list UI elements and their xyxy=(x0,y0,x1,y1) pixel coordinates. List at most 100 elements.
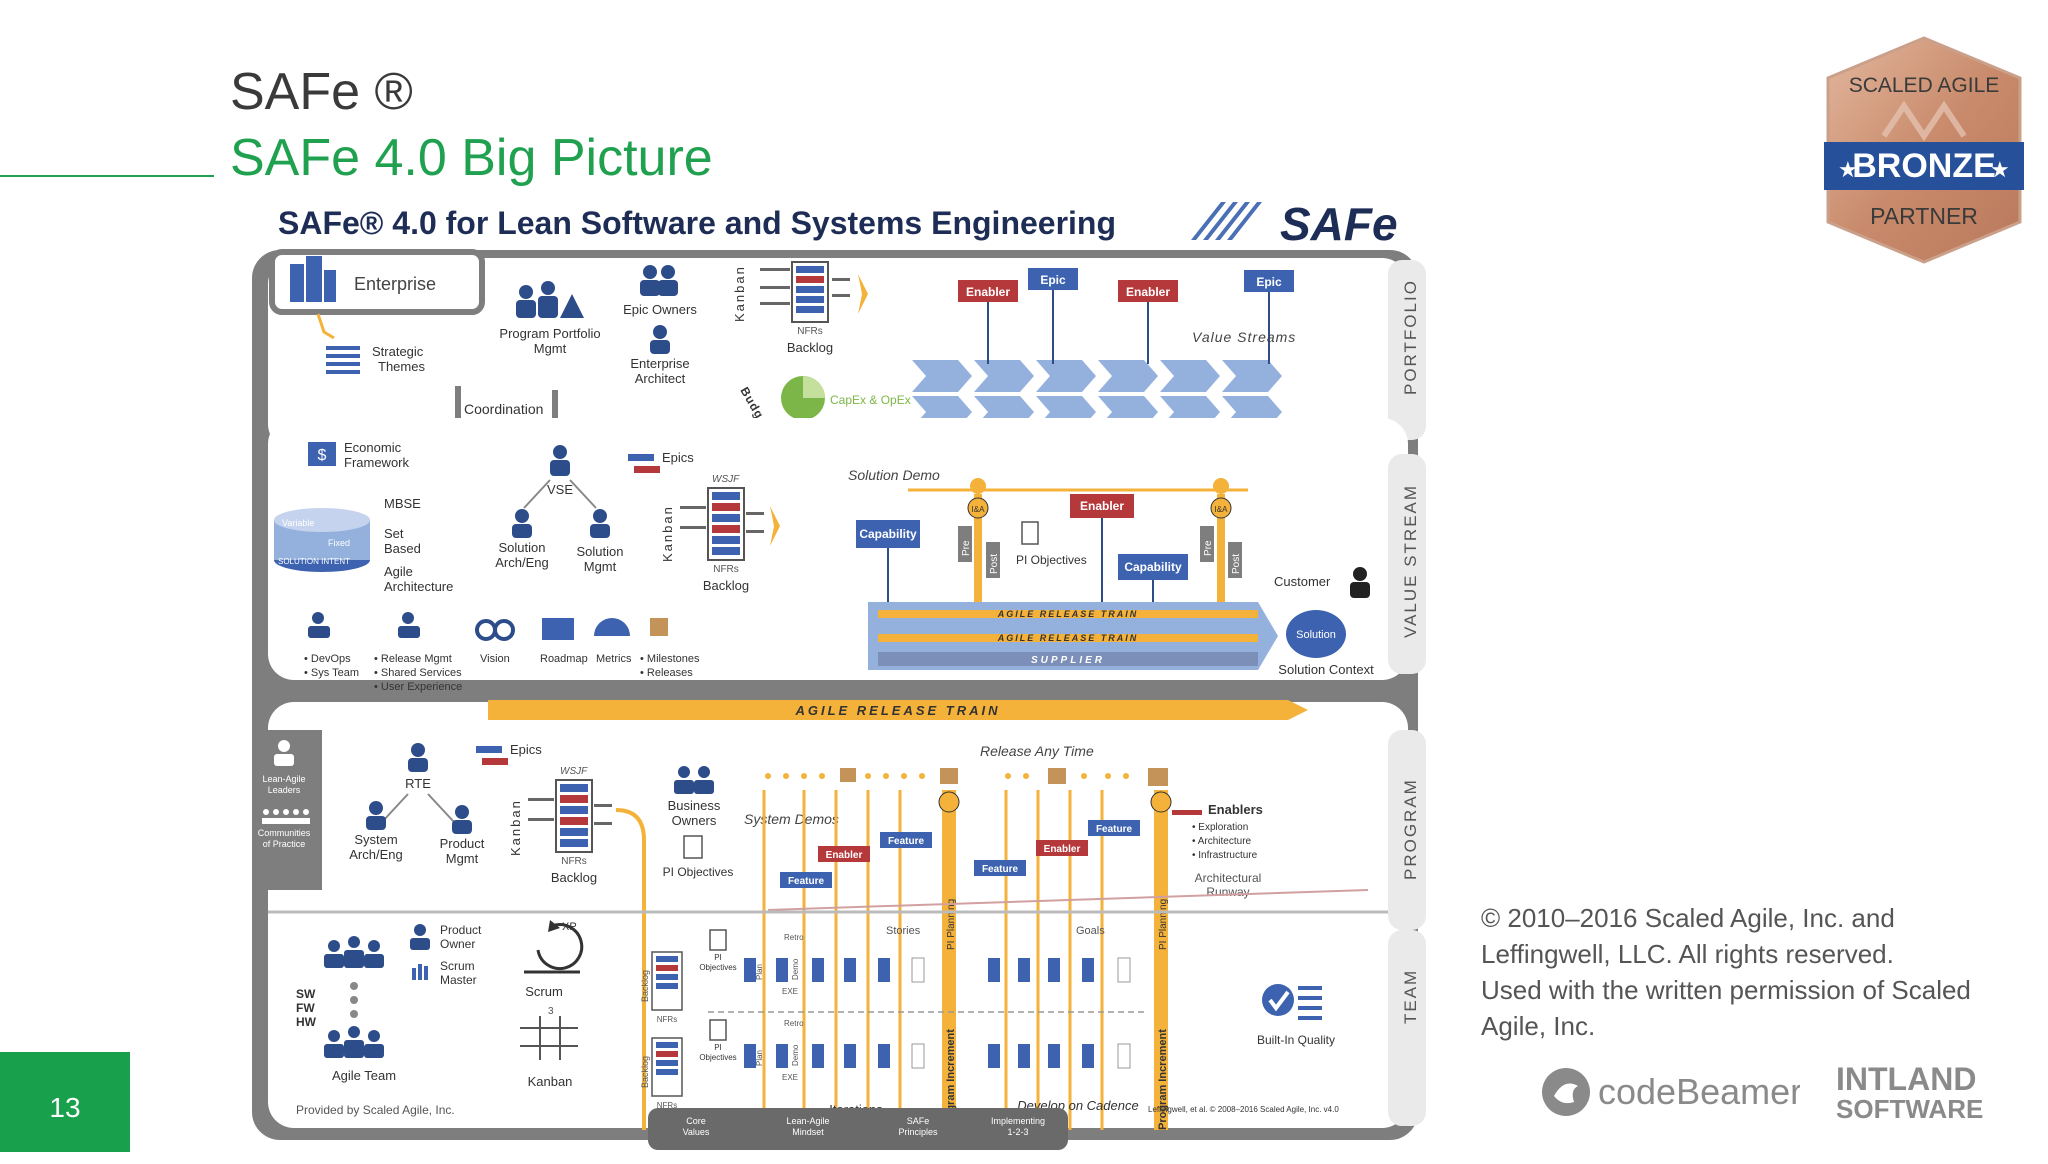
svg-text:Enabler: Enabler xyxy=(1080,499,1124,513)
milestone-icon xyxy=(1213,478,1229,494)
svg-text:Demo: Demo xyxy=(791,1044,800,1066)
svg-text:Feature: Feature xyxy=(982,864,1019,875)
svg-text:3: 3 xyxy=(548,1006,554,1017)
program-epics-label: Epics xyxy=(510,742,542,757)
epic-tag: Epic xyxy=(1256,275,1282,289)
vs-backlog-label: Backlog xyxy=(703,578,749,593)
intland-bottom-text: SOFTWARE xyxy=(1836,1094,1983,1124)
exe-label: EXE xyxy=(782,987,798,996)
safe-logo: SAFe xyxy=(1191,198,1398,250)
badge-bottom-text: PARTNER xyxy=(1870,203,1978,229)
iteration-tracks xyxy=(762,790,1104,1130)
solution-demo-label: Solution Demo xyxy=(848,467,940,483)
exe-label: EXE xyxy=(782,1073,798,1082)
team-backlogs: Backlog NFRs Backlog NFRs xyxy=(640,951,683,1110)
svg-text:Program Increment: Program Increment xyxy=(1157,1029,1169,1130)
customer-label: Customer xyxy=(1274,574,1331,589)
team-kanban-icon: 3 xyxy=(520,1006,578,1060)
svg-text:• DevOps: • DevOps xyxy=(304,653,351,665)
agile-team-label: Agile Team xyxy=(332,1068,396,1083)
vse-icon xyxy=(550,445,570,476)
svg-text:SUPPLIER: SUPPLIER xyxy=(1031,655,1105,666)
business-owners-icon xyxy=(674,766,714,794)
program-portfolio-mgmt-icon xyxy=(516,281,584,318)
svg-text:Post: Post xyxy=(989,554,1000,574)
capex-opex-label: CapEx & OpEx xyxy=(830,393,911,407)
svg-text:AGILE RELEASE TRAIN: AGILE RELEASE TRAIN xyxy=(794,703,1000,718)
epic-owners-label: Epic Owners xyxy=(623,302,697,317)
vse-label: VSE xyxy=(547,482,573,497)
codebeamer-logo: codeBeamer xyxy=(1542,1068,1800,1116)
svg-text:Enabler: Enabler xyxy=(1044,844,1081,855)
svg-text:$: $ xyxy=(318,447,327,464)
retro-label: Retro xyxy=(784,933,804,942)
customer-icon xyxy=(1350,567,1370,598)
safe-brand: SAFe xyxy=(1280,198,1398,250)
program-art-banner: AGILE RELEASE TRAIN xyxy=(488,700,1308,720)
scrum-master-icon xyxy=(412,964,428,980)
svg-text:NFRs: NFRs xyxy=(657,1101,677,1110)
svg-text:Backlog: Backlog xyxy=(640,970,650,1002)
vs-nfrs-label: NFRs xyxy=(713,564,739,575)
svg-text:AGILE RELEASE TRAIN: AGILE RELEASE TRAIN xyxy=(997,633,1139,643)
program-features: Feature Enabler Feature Feature Enabler … xyxy=(780,820,1140,888)
system-arch-eng-icon xyxy=(366,801,386,830)
portfolio-kanban-label: Kanban xyxy=(732,265,747,322)
svg-text:• Shared Services: • Shared Services xyxy=(374,667,462,679)
program-wsjf-label: WSJF xyxy=(560,766,588,777)
svg-text:Variable: Variable xyxy=(282,518,314,528)
copyright-notice: © 2010–2016 Scaled Agile, Inc. and Leffi… xyxy=(1481,900,2021,1044)
portfolio-label: PORTFOLIO xyxy=(1401,279,1420,395)
epic-owners-icon xyxy=(640,265,678,296)
product-mgmt-icon xyxy=(452,805,472,834)
svg-text:I&A: I&A xyxy=(1215,505,1229,514)
retro-label: Retro xyxy=(784,1019,804,1028)
svg-text:Backlog: Backlog xyxy=(640,1056,650,1088)
stories-label: Stories xyxy=(886,925,921,937)
safe-big-picture-diagram: SAFe® 4.0 for Lean Software and Systems … xyxy=(252,198,1426,1150)
coordination-label: Coordination xyxy=(464,401,543,417)
mbse-label: MBSE xyxy=(384,496,421,511)
vs-wsjf-label: WSJF xyxy=(712,474,740,485)
program-backlog-label: Backlog xyxy=(551,870,597,885)
solution-mgmt-icon xyxy=(590,509,610,538)
slide-subtitle: SAFe 4.0 Big Picture xyxy=(230,129,713,187)
star-icon: ★ xyxy=(1838,157,1858,182)
strategic-themes-icon xyxy=(326,346,360,374)
svg-text:SOLUTION INTENT: SOLUTION INTENT xyxy=(278,557,350,566)
svg-text:Enabler: Enabler xyxy=(826,850,863,861)
release-boxes xyxy=(840,768,1168,786)
page-number-box xyxy=(0,1052,130,1152)
communities-icon xyxy=(262,809,310,824)
svg-text:Plan: Plan xyxy=(755,964,764,980)
building-icon xyxy=(290,256,336,302)
epic-tag: Epic xyxy=(1040,273,1066,287)
svg-text:• Releases: • Releases xyxy=(640,667,693,679)
vs-pi-objectives-label: PI Objectives xyxy=(1016,553,1087,567)
value-stream-label: VALUE STREAM xyxy=(1401,484,1420,638)
solution-arch-eng-icon xyxy=(512,509,532,538)
enabler-tag: Enabler xyxy=(1126,285,1170,299)
portfolio-backlog-label: Backlog xyxy=(787,340,833,355)
capability-tag xyxy=(856,520,920,548)
program-backlog-icon xyxy=(528,779,612,853)
capability-tag xyxy=(1118,554,1188,580)
svg-text:NFRs: NFRs xyxy=(657,1015,677,1024)
shared-services-row: • DevOps • Sys Team • Release Mgmt • Sha… xyxy=(304,612,700,693)
page-number: 13 xyxy=(49,1092,81,1123)
portfolio-backlog-icon xyxy=(760,261,850,323)
release-cadence-dots xyxy=(765,773,1129,779)
program-nfrs-label: NFRs xyxy=(561,856,587,867)
release-any-time-label: Release Any Time xyxy=(980,743,1094,759)
